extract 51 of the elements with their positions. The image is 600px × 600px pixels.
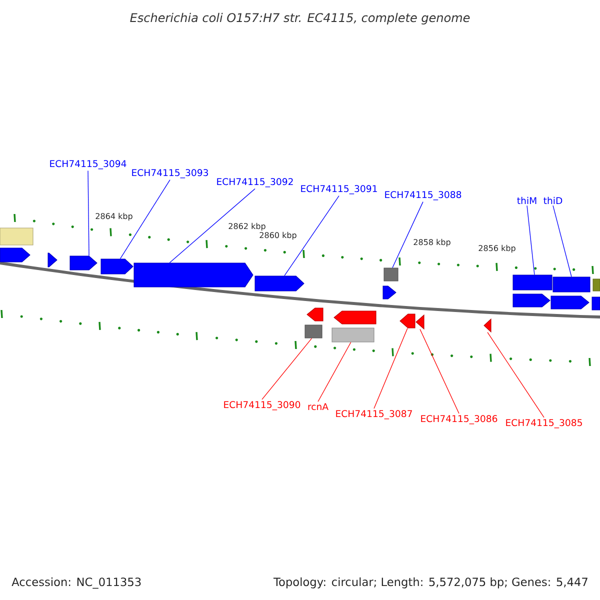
- gene-block: [592, 296, 600, 310]
- gene-block: [304, 324, 322, 338]
- leader-line: [169, 188, 256, 264]
- gene-feature: [134, 262, 254, 288]
- gene-block: [384, 268, 398, 282]
- gene-block: [512, 274, 552, 290]
- scale-label: 2858 kbp: [414, 238, 450, 247]
- gene-label: ECH74115_3086: [421, 415, 498, 424]
- gene-label: thiD: [544, 196, 562, 204]
- gene-label: ECH74115_3085: [506, 419, 582, 428]
- gene-block: [0, 228, 34, 246]
- gene-feature: [0, 248, 30, 262]
- gene-label: ECH74115_3090: [224, 401, 300, 410]
- scale-label: 2860 kbp: [260, 232, 296, 240]
- gene-feature: [400, 314, 416, 328]
- leader-line: [120, 179, 170, 260]
- gene-block: [592, 278, 600, 292]
- gene-label: ECH74115_3093: [132, 169, 208, 178]
- leader-line: [374, 328, 408, 409]
- footer-text: Accession: NC_011353: [12, 577, 141, 589]
- footer-text: Topology: circular; Length: 5,572,075 bp; Genes: 5,447: [273, 577, 588, 588]
- gene-feature: [512, 294, 550, 308]
- gene-label: ECH74115_3091: [301, 185, 377, 194]
- gene-label: ECH74115_3092: [217, 178, 293, 188]
- scale-label: 2862 kbp: [228, 222, 266, 231]
- gene-block: [552, 276, 590, 292]
- gene-feature: [550, 296, 590, 310]
- leader-line: [420, 328, 460, 414]
- scale-label: 2864 kbp: [96, 212, 132, 221]
- gene-label: rcnA: [308, 403, 328, 410]
- title: Escherichia coli O157:H7 str. EC4115, complete genome: [130, 12, 470, 24]
- gene-feature: [254, 276, 304, 292]
- leader-line: [262, 338, 312, 400]
- gene-feature: [48, 252, 58, 268]
- gene-label: ECH74115_3088: [385, 191, 462, 200]
- gene-feature: [70, 256, 98, 270]
- leader-line: [284, 195, 340, 276]
- scale-label: 2856 kbp: [478, 244, 516, 253]
- leader-line: [88, 170, 90, 256]
- gene-feature: [382, 286, 396, 300]
- leader-line: [487, 332, 544, 418]
- gene-label: ECH74115_3087: [336, 410, 412, 420]
- leader-line: [392, 201, 424, 268]
- leader-line: [526, 205, 535, 276]
- gene-label: thiM: [517, 196, 536, 204]
- gene-feature: [334, 310, 376, 324]
- gene-feature: [100, 258, 134, 274]
- gene-feature: [306, 308, 324, 322]
- gene-block: [332, 328, 374, 342]
- gene-label: ECH74115_3094: [50, 160, 126, 170]
- leader-line: [552, 205, 572, 278]
